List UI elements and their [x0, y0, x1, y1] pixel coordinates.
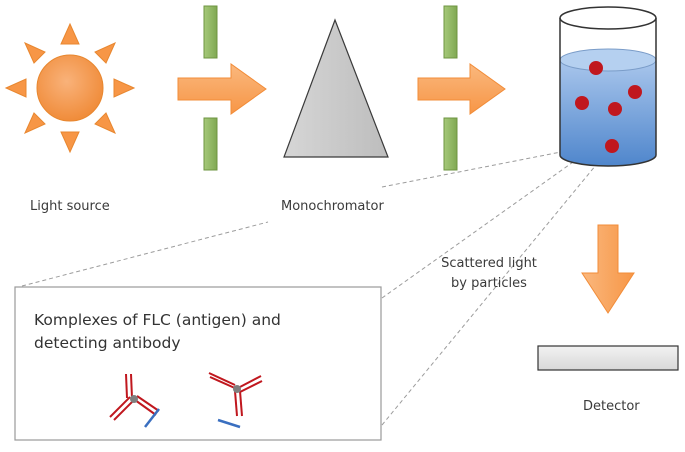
slit-icon — [443, 5, 458, 171]
prism-icon — [283, 18, 389, 158]
monochromator-label: Monochromator — [281, 199, 384, 214]
particle-icon — [575, 61, 642, 153]
complex-box-title-line1: Komplexes of FLC (antigen) and — [34, 311, 281, 329]
complex-box-title: Komplexes of FLC (antigen) and detecting… — [34, 309, 364, 355]
detector-label: Detector — [583, 399, 640, 414]
arrow-icon — [177, 63, 267, 115]
detector-icon — [537, 345, 679, 371]
sun-icon — [4, 22, 136, 154]
complex-info-box — [14, 286, 382, 441]
light-source-label: Light source — [30, 199, 110, 214]
scattered-light-line1: Scattered light — [441, 256, 537, 271]
scattered-light-label: Scattered light by particles — [414, 254, 564, 294]
scattered-light-line2: by particles — [451, 276, 527, 291]
slit-icon — [203, 5, 218, 171]
complex-box-title-line2: detecting antibody — [34, 334, 181, 352]
antibody-icon — [208, 372, 263, 429]
arrow-icon — [417, 63, 506, 115]
arrow-icon — [581, 224, 635, 314]
antibody-icon — [109, 373, 160, 428]
